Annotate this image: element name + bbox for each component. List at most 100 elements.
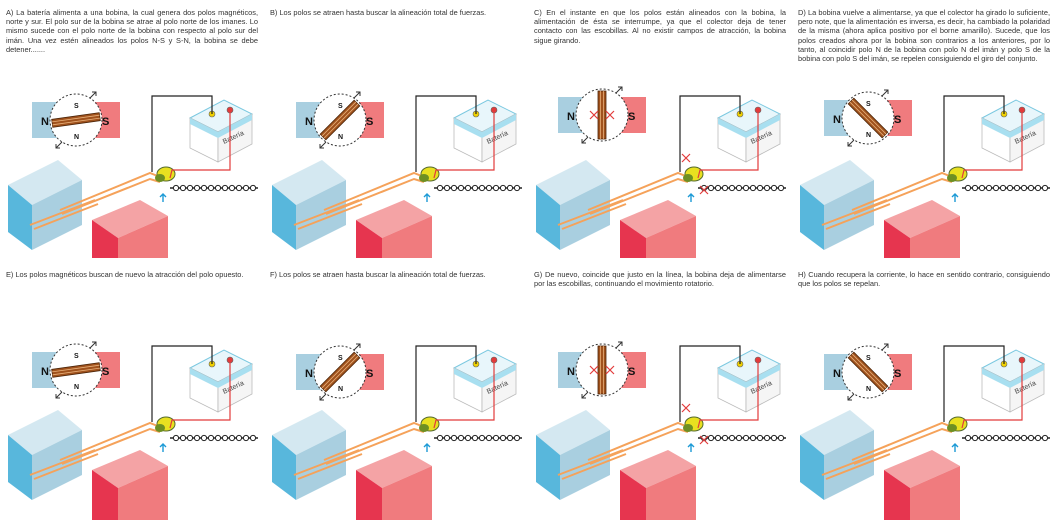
battery: Batería [982,350,1044,412]
rotor: SN [314,92,366,148]
shaft-bead [444,185,449,190]
rotor: SN [50,342,102,398]
force-arrow-icon [882,90,888,96]
shaft-bead [1007,435,1012,440]
coil-pole-bottom: N [74,134,79,141]
rotor-shaft [434,185,522,190]
shaft-bead [458,185,463,190]
coil-pole-bottom: N [338,386,343,393]
shaft-bead [236,435,241,440]
shaft-bead [743,435,748,440]
commutator [683,417,703,432]
shaft-bead [479,185,484,190]
shaft-bead [1035,185,1040,190]
shaft-bead [1021,435,1026,440]
commutator-segment [419,174,429,182]
south-magnet-block [620,200,696,258]
coil-pole-top: S [866,101,871,108]
coil-pole-top: S [338,103,343,110]
north-pole-label: N [305,368,313,380]
shaft-bead [194,435,199,440]
battery: Batería [454,350,516,412]
shaft-bead [187,435,192,440]
shaft-bead [201,185,206,190]
commutator [419,417,439,432]
commutator [419,167,439,182]
motor-diagram: BateríaNSSN [792,0,1054,258]
shaft-bead [173,435,178,440]
shaft-bead [1028,185,1033,190]
axis-arrow-icon [952,444,958,452]
shaft-bead [493,435,498,440]
coil-pole-top: S [866,355,871,362]
rotor-shaft [698,185,786,190]
shaft-bead [1028,435,1033,440]
coil-pole-top: S [74,103,79,110]
shaft-bead [722,185,727,190]
shaft-bead [778,435,783,440]
commutator [155,417,175,432]
rotor: SN [842,344,894,400]
shaft-bead [972,435,977,440]
shaft-bead [979,185,984,190]
shaft-bead [180,435,185,440]
shaft-bead [708,185,713,190]
shaft-bead [993,185,998,190]
shaft-bead [757,185,762,190]
coil-pole-top: S [74,353,79,360]
shaft-bead [208,185,213,190]
shaft-bead [236,185,241,190]
coil-pole-top: S [338,355,343,362]
shaft-bead [1014,435,1019,440]
south-pole-label: S [102,366,109,378]
force-arrow-icon [582,137,588,143]
shaft-bead [986,185,991,190]
force-arrow-icon [616,342,622,348]
shaft-bead [173,185,178,190]
shaft-bead [215,435,220,440]
south-pole-label: S [628,111,635,123]
shaft-bead [507,185,512,190]
force-arrow-icon [56,392,62,398]
rotor [576,342,628,398]
shaft-bead [486,435,491,440]
force-arrow-icon [320,142,326,148]
north-pole-label: N [833,368,841,380]
shaft-bead [187,185,192,190]
rotor: SN [842,90,894,146]
axis-arrow-icon [424,444,430,452]
shaft-bead [208,435,213,440]
shaft-bead [729,185,734,190]
axis-arrow-icon [952,194,958,202]
force-arrow-icon [320,394,326,400]
shaft-bead [465,435,470,440]
panel-f: F) Los polos se atraen hasta buscar la a… [264,262,526,520]
shaft-bead [1000,185,1005,190]
commutator-segment [683,424,693,432]
shaft-bead [1042,435,1047,440]
shaft-bead [771,185,776,190]
no-contact-icon [682,404,690,412]
shaft-bead [215,185,220,190]
north-pole-label: N [41,366,49,378]
coil-pole-bottom: N [74,384,79,391]
shaft-bead [243,435,248,440]
shaft-bead [493,185,498,190]
shaft-bead [451,435,456,440]
commutator [683,167,703,182]
shaft-bead [972,185,977,190]
axis-arrow-icon [688,444,694,452]
shaft-bead [437,435,442,440]
battery: Batería [718,100,780,162]
commutator [947,167,967,182]
shaft-bead [1035,435,1040,440]
shaft-bead [715,435,720,440]
north-pole-label: N [567,366,575,378]
shaft-bead [1000,435,1005,440]
north-pole-label: N [305,116,313,128]
south-pole-label: S [366,368,373,380]
shaft-bead [222,435,227,440]
battery: Batería [718,350,780,412]
motor-diagram: Batería N SSN [792,262,1054,520]
coil-bar [598,346,606,394]
